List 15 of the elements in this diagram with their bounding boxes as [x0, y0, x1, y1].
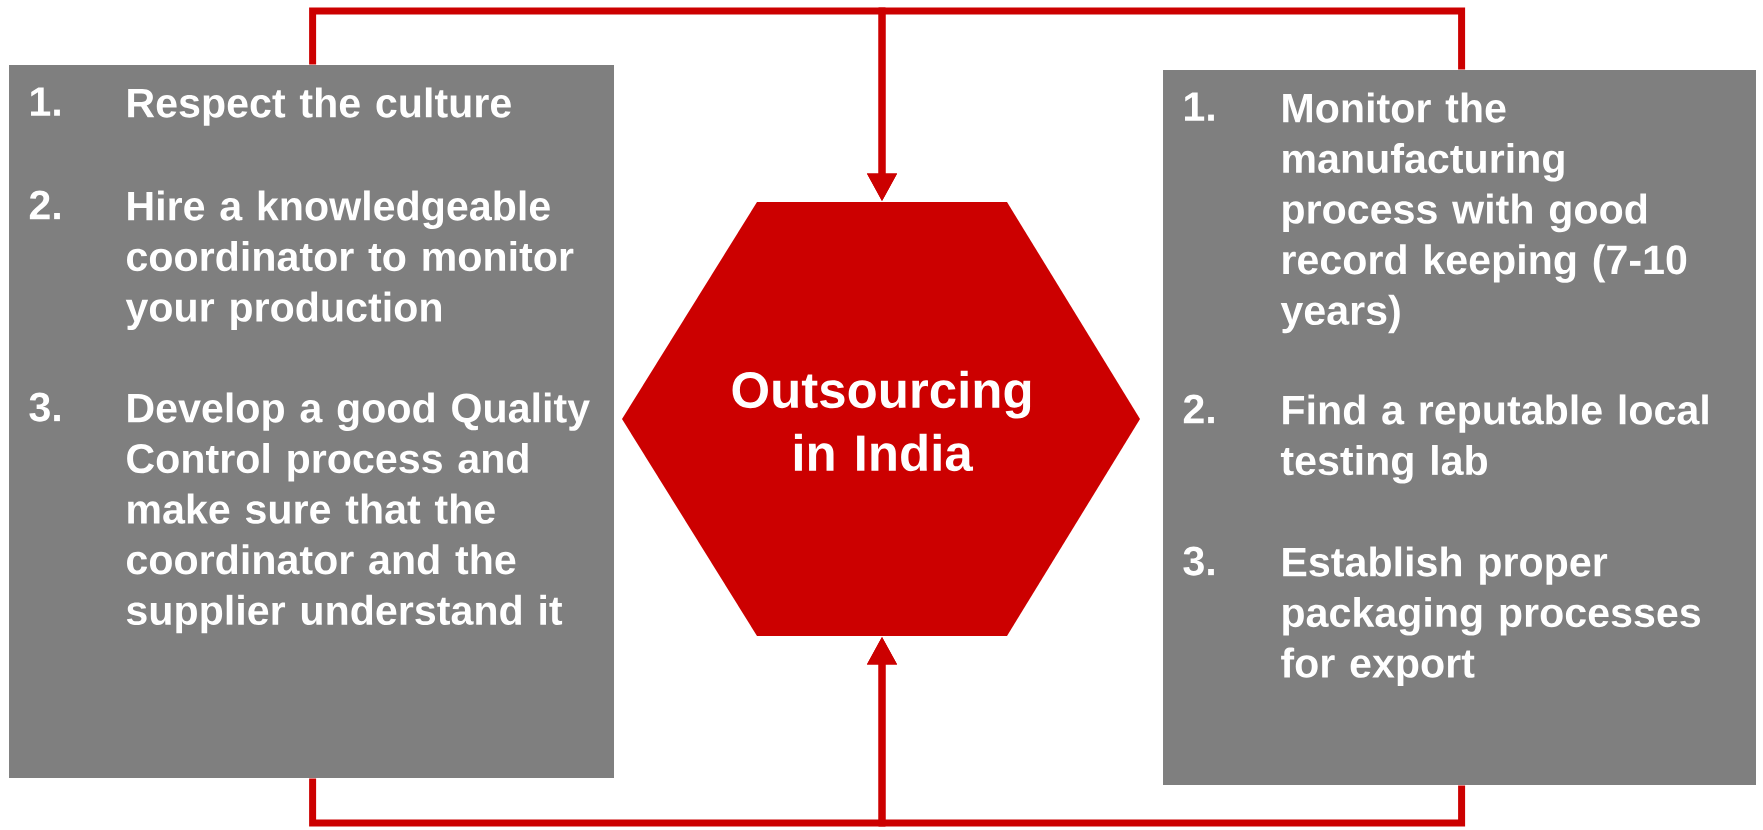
- list-number: 2.: [29, 190, 60, 220]
- list-item: Establish proper packaging processes for export: [1281, 546, 1700, 686]
- list-number: 1.: [31, 87, 60, 116]
- list-item: Develop a good Quality Control process and make sure that the coordinator and the supplier understand it: [126, 392, 590, 634]
- list-number: 1.: [1185, 92, 1214, 121]
- list-number: 3.: [1183, 546, 1214, 576]
- list-item: Respect the culture: [128, 87, 511, 126]
- text-panel: [9, 65, 614, 778]
- list-item: Find a reputable local testing lab: [1280, 394, 1708, 484]
- text-panel: [1163, 70, 1756, 785]
- list-item: Monitor the manufacturing process with good record keeping (7-10 years): [1280, 92, 1687, 334]
- list-number: 2.: [1183, 394, 1214, 424]
- list-number: 3.: [29, 392, 60, 422]
- hexagon: Outsourcing in India: [622, 202, 1140, 636]
- list-item: Hire a knowledgeable coordinator to monitor your production: [125, 190, 574, 330]
